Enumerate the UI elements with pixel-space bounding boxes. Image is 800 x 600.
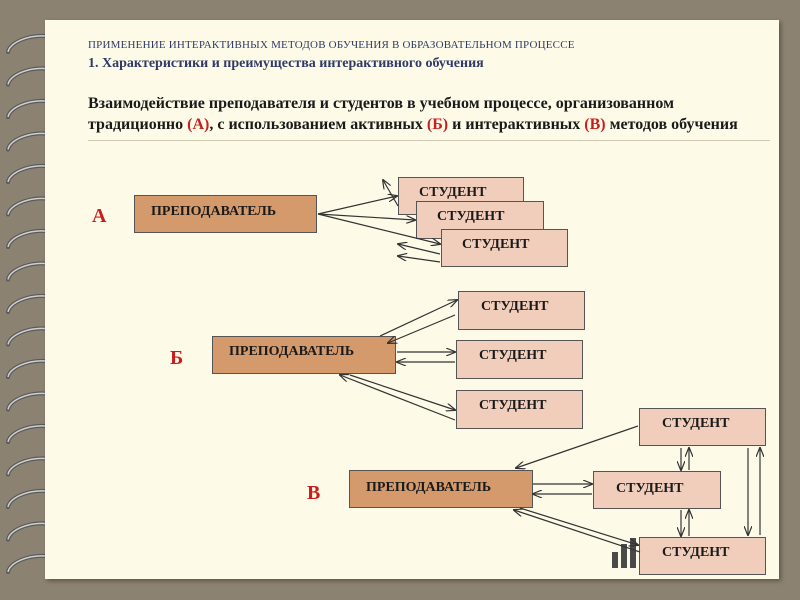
student-box-b3: СТУДЕНТ: [456, 390, 583, 429]
heading-mark-b: (Б): [426, 116, 449, 133]
student-box-v3: СТУДЕНТ: [639, 537, 766, 575]
student-box-v1: СТУДЕНТ: [639, 408, 766, 446]
section-title: 1. Характеристики и преимущества интерак…: [88, 56, 484, 71]
slide-heading: Взаимодействие преподавателя и студентов…: [88, 95, 738, 133]
heading-mark-c: (В): [584, 116, 606, 133]
slide-subtitle: ПРИМЕНЕНИЕ ИНТЕРАКТИВНЫХ МЕТОДОВ ОБУЧЕНИ…: [88, 39, 575, 51]
teacher-box-b: ПРЕПОДАВАТЕЛЬ: [212, 336, 396, 374]
label-c: В: [307, 482, 321, 504]
student-box-a3: СТУДЕНТ: [441, 229, 568, 267]
teacher-box-a: ПРЕПОДАВАТЕЛЬ: [134, 195, 317, 233]
student-box-b2: СТУДЕНТ: [456, 340, 583, 379]
label-b: Б: [170, 347, 184, 369]
heading-mark-a: (А): [187, 116, 210, 133]
student-box-b1: СТУДЕНТ: [458, 291, 585, 330]
chart-icon: [612, 538, 636, 568]
teacher-box-v: ПРЕПОДАВАТЕЛЬ: [349, 470, 533, 508]
heading-divider: [88, 140, 770, 141]
student-box-v2: СТУДЕНТ: [593, 471, 721, 509]
label-a: А: [92, 205, 107, 227]
